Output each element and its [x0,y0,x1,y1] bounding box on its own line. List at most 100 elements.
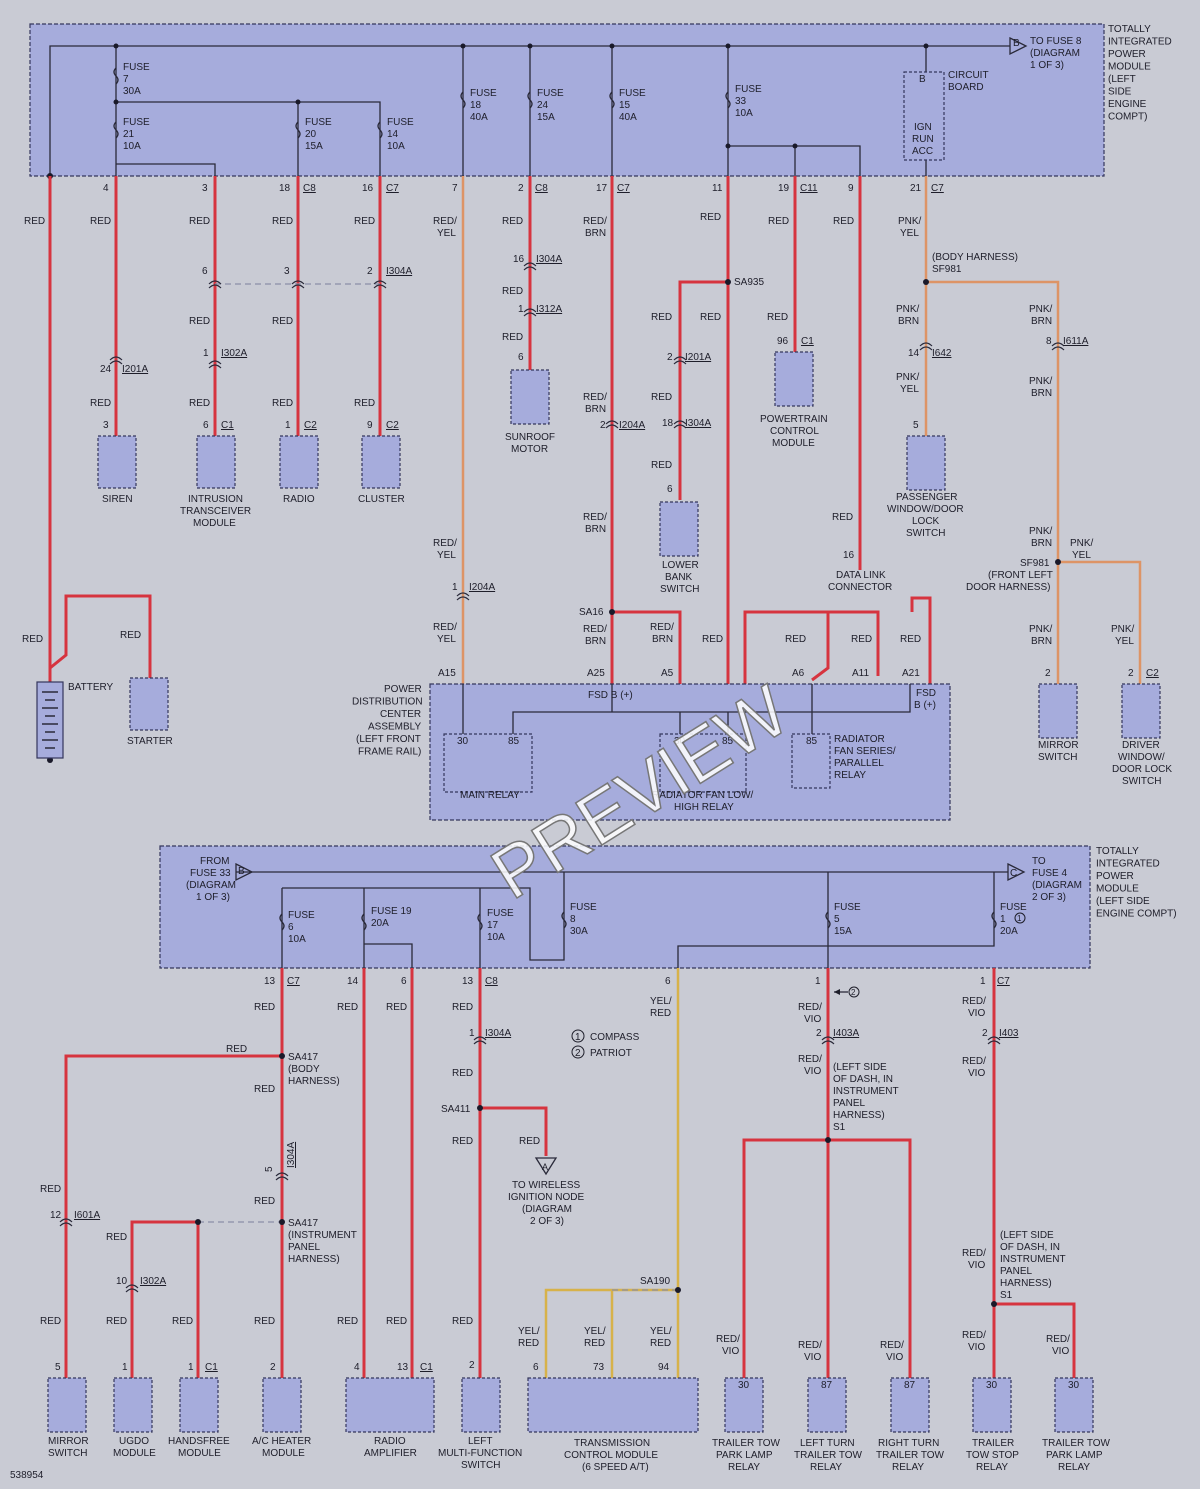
svg-text:I302A: I302A [221,348,247,359]
svg-text:85: 85 [806,736,818,747]
svg-text:RED: RED [272,316,293,327]
svg-text:RED: RED [452,1002,473,1013]
svg-text:PNK/YEL: PNK/YEL [1111,624,1135,647]
svg-text:73: 73 [593,1362,605,1373]
svg-text:I611A: I611A [1063,336,1089,347]
svg-text:13: 13 [264,976,276,987]
svg-text:PNK/YEL: PNK/YEL [898,216,922,239]
bottom-connector-arcs [59,1036,1001,1293]
bottom-pin-labels: 13 C7 14 6 13 C8 6 1 1 C7 [264,976,1010,987]
svg-text:24: 24 [100,364,112,375]
circuit-board-label: CIRCUIT BOARD [948,70,991,93]
svg-text:PNK/BRN: PNK/BRN [1029,376,1053,399]
svg-text:RED/VIO: RED/VIO [962,1248,986,1271]
to-fuse-4-arrow [1007,862,1026,882]
svg-text:2: 2 [469,1360,475,1371]
svg-text:RED: RED [832,512,853,523]
svg-text:6: 6 [518,352,524,363]
svg-text:A: A [542,1162,548,1172]
svg-text:7: 7 [452,183,458,194]
svg-text:17: 17 [596,183,608,194]
svg-text:RED: RED [22,634,43,645]
starter-label: STARTER [127,736,173,747]
svg-text:2: 2 [575,1048,581,1059]
svg-text:30: 30 [457,736,469,747]
top-component-boxes [36,351,1161,759]
svg-text:PNK/YEL: PNK/YEL [1070,538,1094,561]
svg-text:SA190: SA190 [640,1276,670,1287]
top-box-labels: TOTALLY INTEGRATED POWER MODULE (LEFT SI… [123,24,1172,157]
pdc-internals [443,684,911,793]
svg-text:RED: RED [337,1316,358,1327]
svg-text:4: 4 [103,183,109,194]
svg-text:RED: RED [785,634,806,645]
battery-label: BATTERY [68,682,114,693]
svg-text:2: 2 [270,1362,276,1373]
svg-text:85: 85 [508,736,520,747]
svg-text:C2: C2 [304,420,317,431]
svg-text:30: 30 [1068,1380,1080,1391]
svg-text:RED: RED [900,634,921,645]
svg-text:RED: RED [254,1002,275,1013]
top-fuse-symbols [113,67,731,139]
svg-text:RED/VIO: RED/VIO [798,1002,822,1025]
svg-text:SA16: SA16 [579,607,604,618]
svg-text:RED: RED [24,216,45,227]
svg-text:RED: RED [106,1232,127,1243]
svg-text:RED: RED [767,312,788,323]
cluster-label: CLUSTER [358,494,405,505]
top-splice-labels: SA935 SA16 (BODY HARNESS)SF981 SF981(FRO… [579,252,1053,618]
svg-text:RED/VIO: RED/VIO [880,1340,904,1363]
svg-text:RED/BRN: RED/BRN [583,216,607,239]
svg-text:RED: RED [502,332,523,343]
svg-text:RED: RED [90,216,111,227]
svg-text:RED: RED [519,1136,540,1147]
svg-text:RED/VIO: RED/VIO [962,996,986,1019]
top-wires [48,176,1142,760]
svg-text:RED/VIO: RED/VIO [798,1054,822,1077]
bottom-splice-dots [195,1053,997,1307]
svg-text:13: 13 [462,976,474,987]
svg-text:1: 1 [469,1028,475,1039]
svg-text:SA935: SA935 [734,277,764,288]
svg-text:19: 19 [778,183,790,194]
svg-text:YEL/RED: YEL/RED [518,1326,540,1349]
svg-text:A5: A5 [661,668,674,679]
svg-text:RED: RED [337,1002,358,1013]
svg-text:I304A: I304A [685,418,711,429]
svg-text:PNK/BRN: PNK/BRN [1029,304,1053,327]
legend-patriot: PATRIOT [590,1048,632,1059]
svg-text:5: 5 [264,1166,275,1172]
svg-text:87: 87 [904,1380,916,1391]
svg-text:RED: RED [226,1044,247,1055]
top-bus-dots [47,43,929,179]
svg-text:C1: C1 [205,1362,218,1373]
svg-text:RED: RED [651,460,672,471]
svg-text:C11: C11 [800,183,818,194]
svg-text:PNK/BRN: PNK/BRN [1029,624,1053,647]
